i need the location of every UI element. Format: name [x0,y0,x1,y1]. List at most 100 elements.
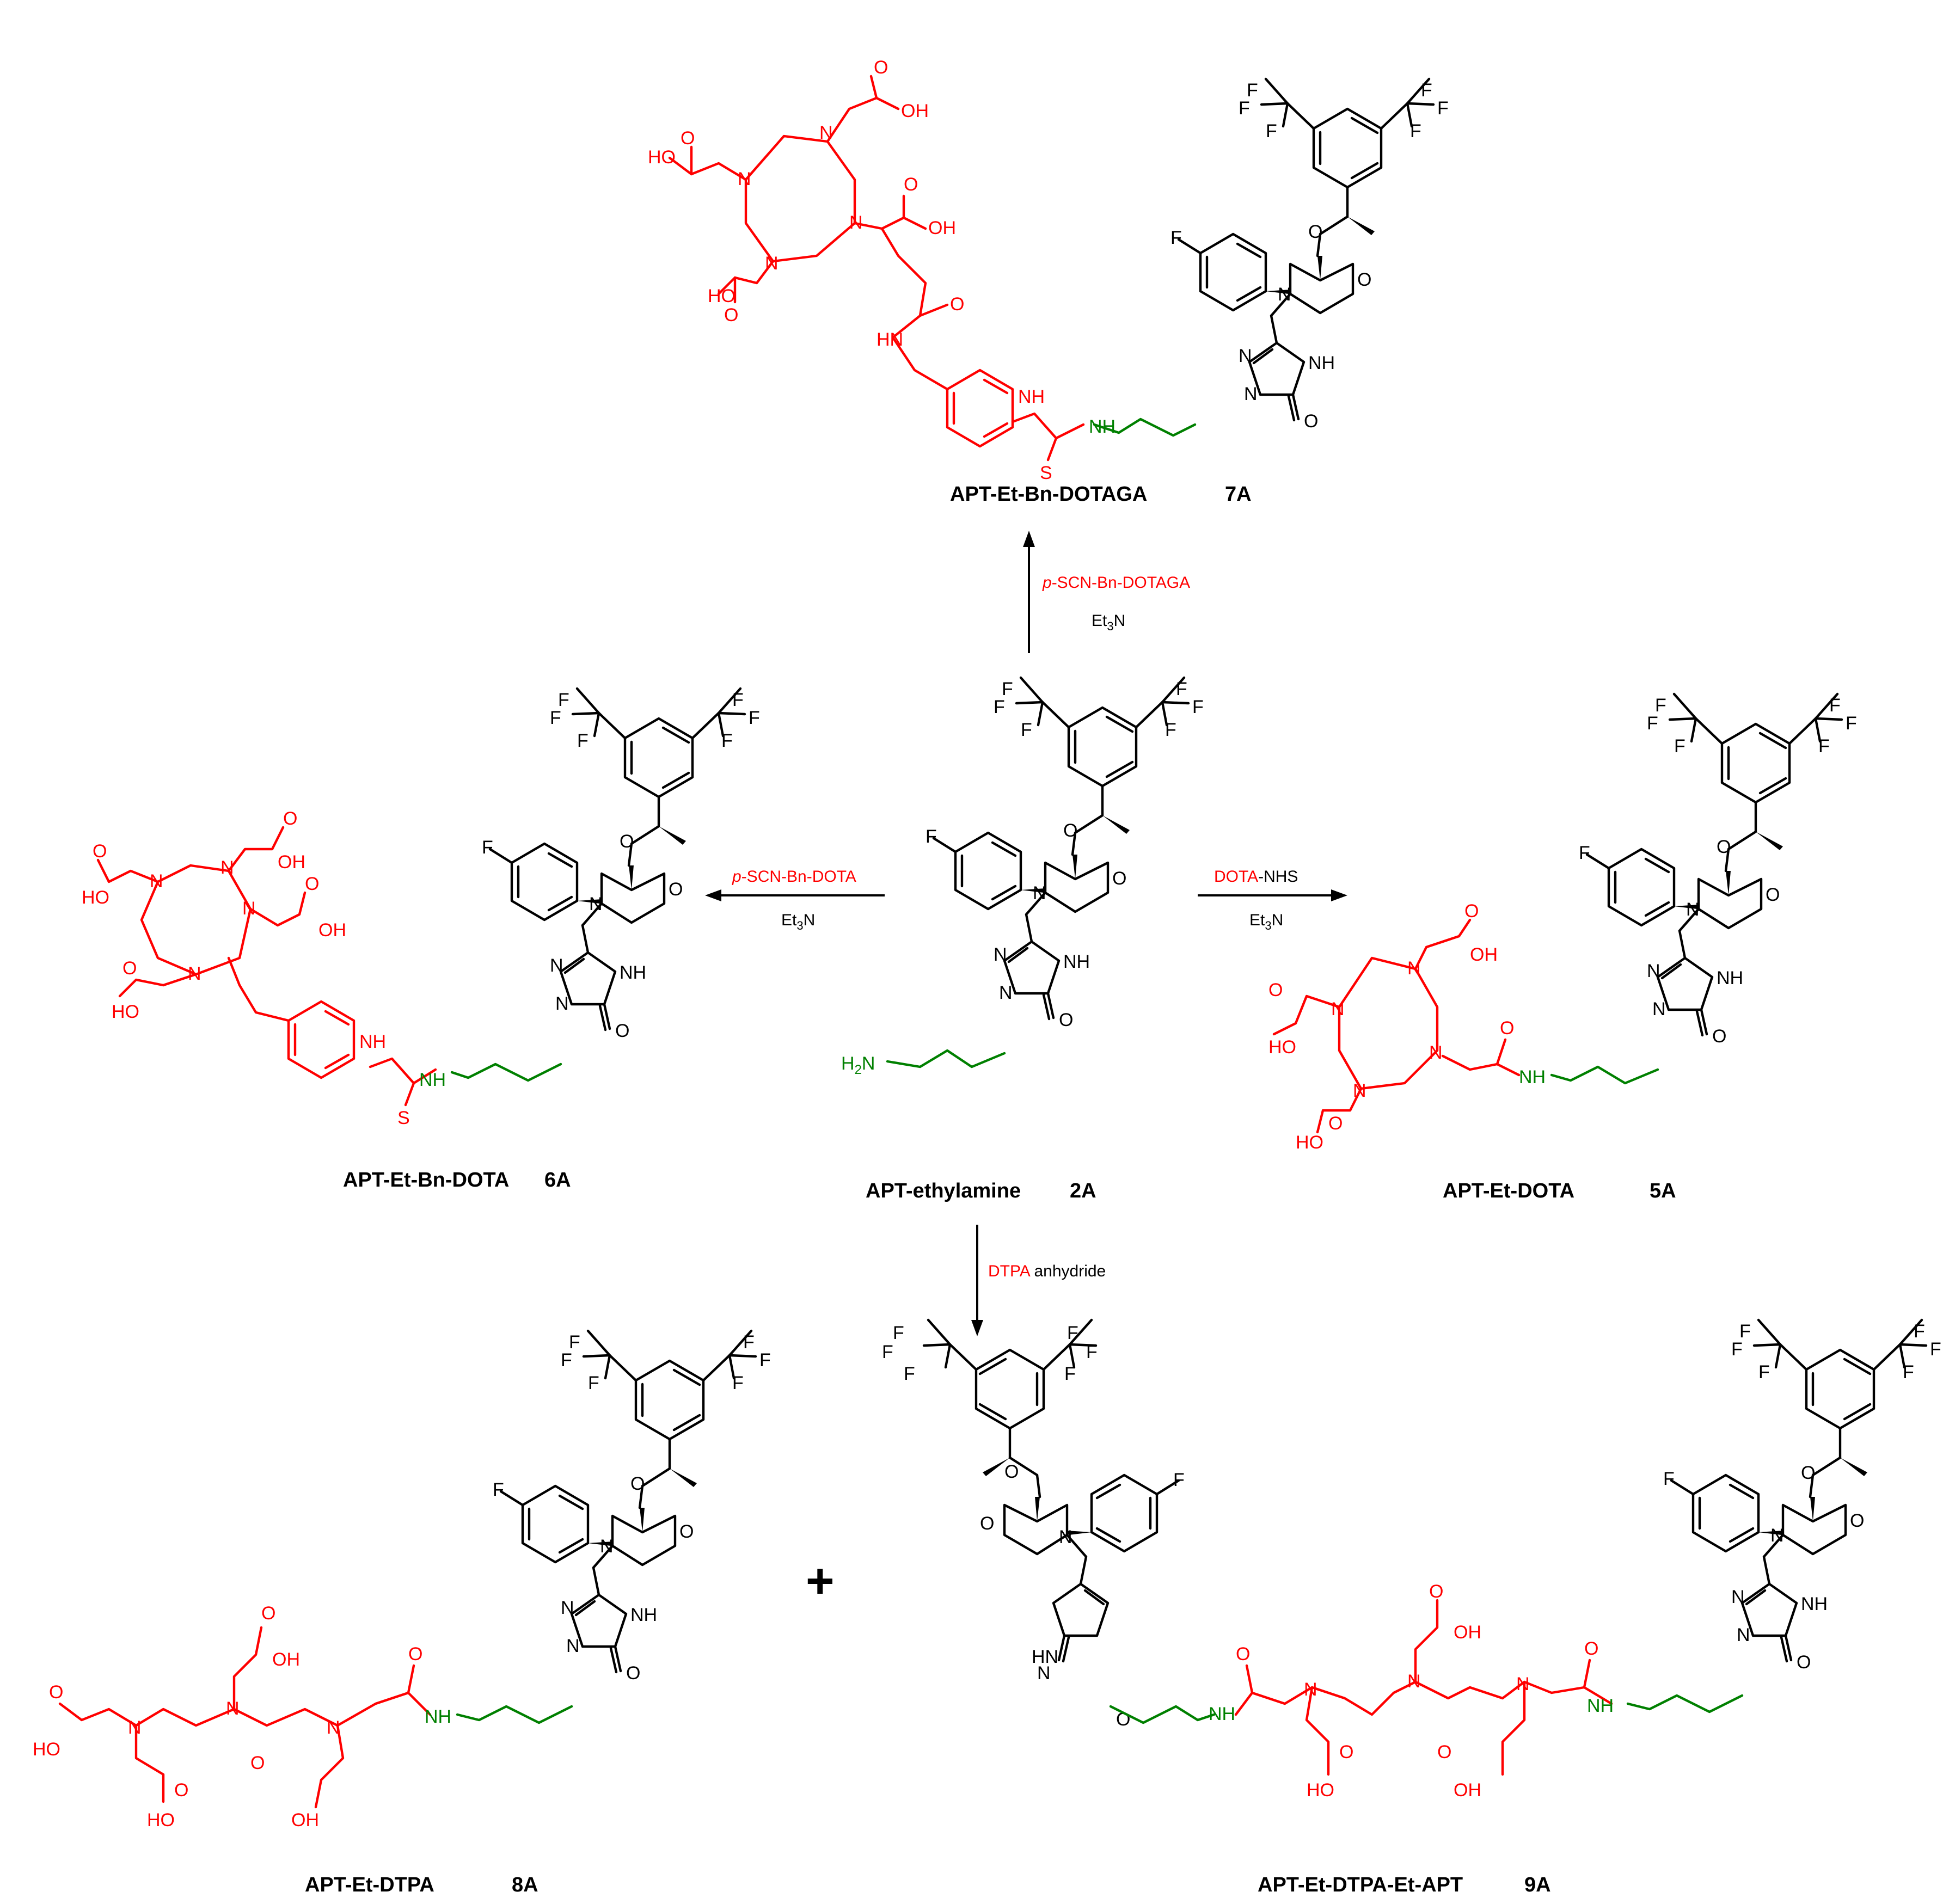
compound-2A-structure: H2N [841,678,1204,1077]
svg-text:HO: HO [1268,1037,1296,1058]
svg-text:F: F [882,1342,893,1362]
arrow-to-7A [1023,531,1035,653]
svg-text:N: N [242,898,256,919]
svg-text:HO: HO [33,1739,60,1760]
svg-text:N: N [1429,1042,1443,1063]
svg-text:N: N [188,963,201,984]
svg-text:HN: HN [877,329,903,350]
base-7A: Et3N [1092,612,1125,633]
amine-label: H2N [841,1053,875,1077]
svg-text:HN: HN [1032,1647,1058,1667]
svg-text:O: O [93,841,107,862]
compound-8A-structure: N N N O O OH O HO O HO O OH NH [33,1331,771,1831]
reagent-7A: p-SCN-Bn-DOTAGA [1042,574,1190,592]
svg-text:NH: NH [1209,1704,1235,1724]
arrow-to-8A-9A [971,1225,983,1336]
svg-text:S: S [1040,463,1052,483]
svg-text:OH: OH [928,218,956,238]
svg-text:O: O [724,305,738,325]
svg-text:N: N [765,253,779,274]
reagent-8A-9A: DTPA anhydride [988,1262,1106,1280]
svg-text:O: O [1236,1644,1250,1665]
svg-text:OH: OH [291,1810,319,1831]
svg-text:OH: OH [901,101,929,121]
svg-text:F: F [893,1323,904,1343]
svg-text:NH: NH [1519,1067,1546,1088]
reagent-5A: DOTA-NHS [1214,868,1298,886]
svg-text:O: O [174,1780,188,1801]
svg-text:F: F [904,1363,915,1384]
svg-text:O: O [250,1753,265,1773]
label-2A-number: 2A [1070,1180,1096,1202]
label-8A-number: 8A [512,1874,538,1896]
svg-text:N: N [226,1698,240,1719]
label-5A-number: 5A [1650,1180,1676,1202]
svg-text:F: F [1067,1323,1078,1343]
svg-text:N: N [150,871,163,892]
svg-text:N: N [1037,1663,1051,1684]
svg-text:HO: HO [1307,1780,1334,1801]
svg-text:N: N [738,169,751,189]
svg-text:NH: NH [359,1031,386,1052]
svg-text:N: N [1331,999,1345,1019]
compound-5A-structure: N N N N O OH O HO HO O O NH [1268,694,1857,1153]
arrow-to-5A [1198,889,1347,901]
svg-text:O: O [681,128,695,149]
svg-text:N: N [1353,1080,1366,1101]
compound-7A-structure: N N N N O OH O HO O HO O OH O HN NH S NH [648,57,1449,483]
svg-text:N: N [1059,1527,1072,1547]
svg-text:OH: OH [278,852,305,873]
label-6A-name: APT-Et-Bn-DOTA [343,1169,509,1191]
svg-text:O: O [1584,1638,1598,1659]
svg-text:OH: OH [1470,944,1498,965]
svg-text:OH: OH [1454,1780,1481,1801]
compound-9A-structure: F O O N F F F F F F HN N O N N N O O O O… [882,1320,1941,1801]
svg-text:O: O [1500,1018,1514,1039]
svg-text:N: N [220,857,234,878]
svg-text:HO: HO [648,147,676,168]
svg-text:NH: NH [419,1070,446,1090]
svg-text:HO: HO [147,1810,175,1831]
svg-text:O: O [1429,1581,1443,1602]
svg-text:HO: HO [112,1002,139,1022]
svg-text:N: N [128,1717,142,1738]
svg-text:N: N [327,1717,340,1738]
base-5A: Et3N [1249,911,1283,932]
svg-text:OH: OH [272,1649,300,1670]
svg-text:O: O [1328,1113,1343,1134]
label-7A-name: APT-Et-Bn-DOTAGA [950,483,1147,506]
svg-text:OH: OH [1454,1622,1481,1643]
svg-text:O: O [1268,980,1283,1000]
label-9A-number: 9A [1524,1874,1551,1896]
svg-text:N: N [1407,958,1421,979]
svg-text:F: F [1173,1470,1185,1490]
svg-text:NH: NH [425,1706,451,1727]
svg-text:N: N [1304,1679,1317,1700]
svg-text:N: N [1407,1671,1421,1692]
svg-text:HO: HO [708,286,736,306]
svg-text:O: O [122,958,137,979]
svg-text:O: O [261,1603,275,1624]
svg-text:O: O [305,874,319,894]
svg-text:O: O [283,808,297,829]
svg-text:O: O [904,174,918,195]
svg-text:O: O [1004,1461,1019,1482]
svg-text:HO: HO [1296,1132,1323,1153]
svg-text:O: O [1437,1742,1451,1762]
label-7A-number: 7A [1225,483,1252,506]
svg-text:F: F [1064,1363,1076,1384]
arrow-to-6A [705,889,885,901]
label-8A-name: APT-Et-DTPA [305,1874,434,1896]
plus-sign: + [806,1554,835,1608]
svg-text:O: O [408,1644,422,1665]
base-6A: Et3N [781,911,815,932]
svg-text:S: S [397,1108,410,1128]
svg-text:F: F [1086,1342,1098,1362]
svg-text:NH: NH [1089,416,1116,437]
svg-text:N: N [819,122,833,143]
label-2A-name: APT-ethylamine [866,1180,1021,1202]
svg-text:N: N [849,212,863,233]
compound-6A-structure: N N N N O OH O HO HO O O OH NH S NH [82,689,760,1128]
svg-text:NH: NH [1587,1696,1614,1716]
